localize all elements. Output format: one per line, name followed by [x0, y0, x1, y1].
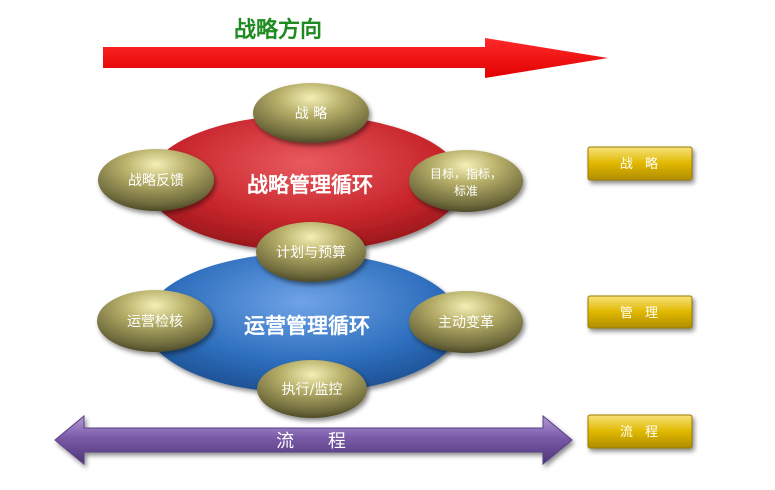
strategy-cycle — [147, 115, 463, 251]
strategy-cycle-ellipse — [147, 115, 463, 251]
strategy-direction-label: 战略方向 — [234, 17, 322, 43]
node-operations-review-label: 运营检核 — [127, 314, 183, 330]
node-strategy-feedback-label: 战略反馈 — [128, 173, 184, 189]
node-active-change-label: 主动变革 — [438, 315, 494, 331]
node-strategy-label: 战 略 — [295, 106, 327, 122]
node-strategy — [253, 83, 369, 143]
level-process-box — [587, 414, 693, 449]
strategy-direction-arrow — [103, 38, 608, 78]
level-strategy-label: 战 略 — [620, 156, 662, 172]
operations-cycle-title: 运营管理循环 — [244, 314, 370, 338]
process-arrow — [54, 414, 573, 466]
node-goals-metrics-line2: 标准 — [454, 184, 478, 198]
node-plan-budget — [256, 222, 366, 282]
level-process-label: 流 程 — [620, 425, 662, 440]
process-arrow-label: 流 程 — [276, 431, 360, 452]
node-strategy-feedback — [98, 149, 214, 211]
node-plan-budget-label: 计划与预算 — [276, 245, 346, 261]
operations-cycle-ellipse — [145, 253, 461, 393]
node-goals-metrics-line1: 目标，指标， — [430, 166, 502, 181]
node-operations-review — [97, 290, 213, 352]
level-management-box — [587, 295, 693, 329]
level-strategy-box — [587, 146, 693, 181]
node-execution-monitoring-label: 执行/监控 — [282, 382, 343, 398]
strategy-cycle-title: 战略管理循环 — [247, 173, 373, 197]
node-active-change — [409, 291, 523, 353]
node-execution-monitoring — [257, 360, 367, 418]
level-management-label: 管 理 — [620, 306, 662, 321]
node-goals-metrics-standards — [409, 150, 523, 212]
operations-cycle — [145, 253, 461, 393]
